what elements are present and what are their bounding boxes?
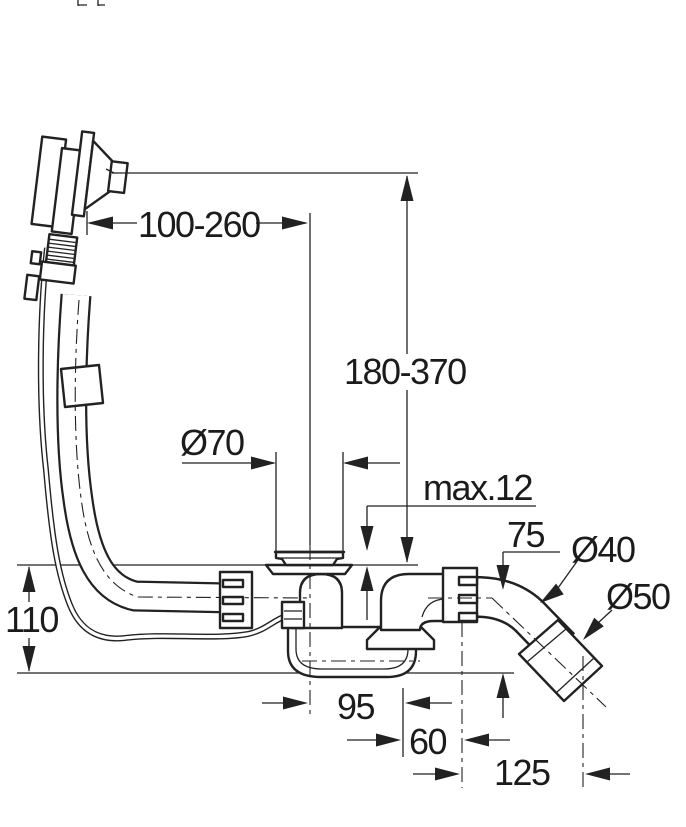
angled-outlet-pipe <box>458 576 604 703</box>
overflow-pipe <box>56 293 233 614</box>
dim-label-flange-diameter: Ø70 <box>180 422 245 463</box>
dim-label-elbow-to-connector-end: 125 <box>494 752 551 793</box>
trap-outlet-elbow <box>365 572 448 651</box>
dim-label-overflow-reach: 100-260 <box>138 204 261 245</box>
inlet-union-nut <box>218 570 254 630</box>
drain-flange <box>264 550 354 576</box>
overflow-filler-unit <box>23 130 129 302</box>
pipe-sleeve <box>59 363 105 409</box>
elbow-union-nut <box>441 566 479 624</box>
cable-connector-box <box>280 600 306 630</box>
centerlines <box>74 213 607 788</box>
dim-label-drain-to-trap-outlet: 95 <box>337 686 376 727</box>
dim-label-outlet-pipe-diameter: Ø40 <box>571 529 636 570</box>
dim-label-connector-diameter: Ø50 <box>606 576 671 617</box>
dim-label-outlet-center-height: 75 <box>507 514 546 555</box>
overflow-knob <box>106 160 129 195</box>
dimension-annotations <box>22 168 630 781</box>
dim-label-trap-to-elbow-offset: 60 <box>409 721 448 762</box>
cropped-artifact <box>77 0 105 6</box>
dim-label-rim-thickness: max.12 <box>423 467 534 508</box>
drain-body <box>280 572 344 630</box>
actuation-cable <box>37 247 288 642</box>
dim-label-overflow-height: 180-370 <box>341 354 469 390</box>
dim-label-trap-depth: 110 <box>2 602 61 638</box>
connector-socket <box>517 618 604 703</box>
